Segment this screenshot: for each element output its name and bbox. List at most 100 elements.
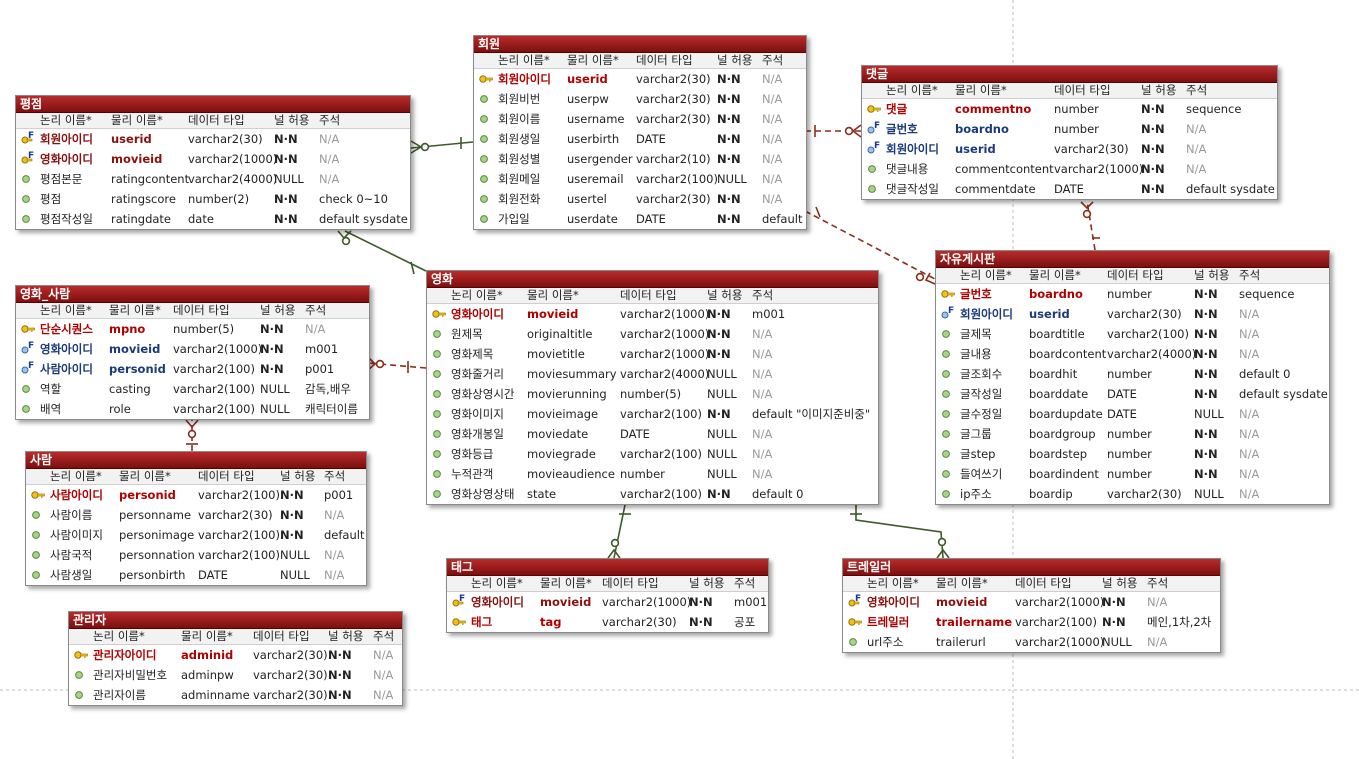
attribute-icon	[21, 399, 35, 419]
comment: N/A	[1186, 142, 1207, 156]
column-header: 논리 이름*	[50, 469, 102, 483]
comment: 캐릭터이름	[305, 402, 358, 416]
table-title[interactable]: 평점	[16, 96, 410, 113]
nullable: NULL	[260, 382, 290, 396]
comment: sequence	[1239, 287, 1295, 301]
table-title[interactable]: 영화_사람	[16, 286, 369, 303]
logical-name: 영화줄거리	[451, 367, 504, 381]
comment: N/A	[752, 387, 773, 401]
table-title[interactable]: 관리자	[69, 612, 402, 629]
comment: default	[324, 528, 365, 542]
physical-name: boardgroup	[1029, 427, 1096, 441]
table-title[interactable]: 자유게시판	[936, 251, 1329, 268]
table-title[interactable]: 회원	[474, 36, 806, 53]
data-type: number	[1107, 467, 1152, 481]
physical-name: movieimage	[527, 407, 599, 421]
table-title[interactable]: 사람	[26, 452, 366, 469]
table-title[interactable]: 태그	[447, 559, 768, 576]
comment: N/A	[752, 467, 773, 481]
svg-text:F: F	[874, 121, 880, 131]
comment: N/A	[762, 92, 783, 106]
foreign-key-icon: F	[867, 119, 881, 139]
data-type: varchar2(30)	[636, 72, 711, 86]
primary-foreign-key-icon: F	[21, 149, 35, 169]
comment: m001	[752, 307, 786, 321]
table-title[interactable]: 트레일러	[843, 559, 1220, 576]
attribute-icon	[432, 344, 446, 364]
logical-name: 영화상영시간	[451, 387, 515, 401]
attribute-icon	[21, 379, 35, 399]
table-title[interactable]: 댓글	[862, 66, 1277, 83]
comment: N/A	[1239, 427, 1260, 441]
table-title[interactable]: 영화	[427, 271, 878, 288]
